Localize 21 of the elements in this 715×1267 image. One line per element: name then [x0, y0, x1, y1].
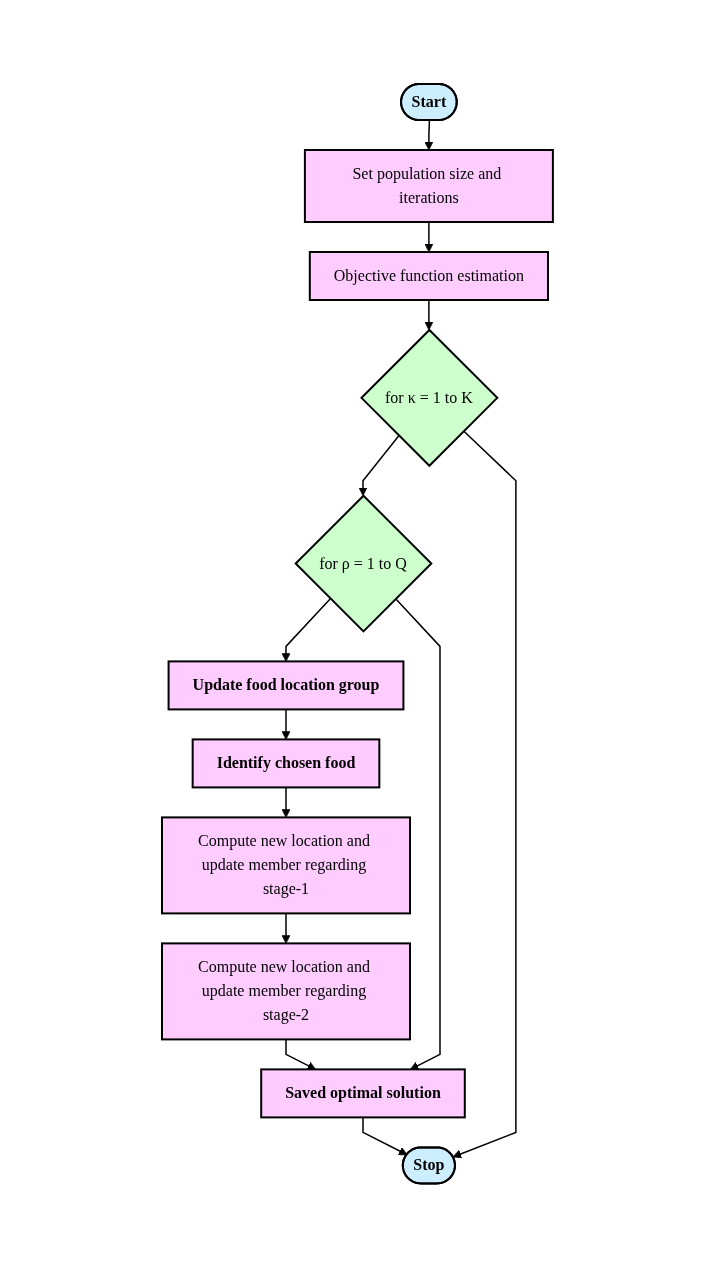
node-box: Update food location group: [167, 660, 405, 711]
arrow: [424, 119, 434, 151]
node-box: Compute new location and update member regarding stage-1: [161, 816, 412, 915]
arrow: [358, 434, 400, 496]
arrow: [281, 597, 332, 662]
node-diamond: for κ = 1 to K: [360, 328, 499, 467]
node-box: Compute new location and update member regarding stage-2: [161, 942, 412, 1041]
arrow: [281, 912, 291, 944]
node-diamond: for ρ = 1 to Q: [294, 494, 433, 633]
node-box: Set population size and iterations: [303, 148, 554, 223]
arrow: [424, 299, 434, 331]
arrow: [285, 1038, 317, 1070]
arrow: [362, 1116, 408, 1155]
arrow: [424, 221, 434, 253]
arrow: [452, 430, 517, 1158]
node-box: Objective function estimation: [308, 250, 549, 301]
node-box: Saved optimal solution: [260, 1068, 466, 1119]
arrow: [281, 786, 291, 818]
arrow: [281, 708, 291, 740]
arrow: [394, 597, 441, 1070]
node-box: Identify chosen food: [191, 738, 381, 789]
